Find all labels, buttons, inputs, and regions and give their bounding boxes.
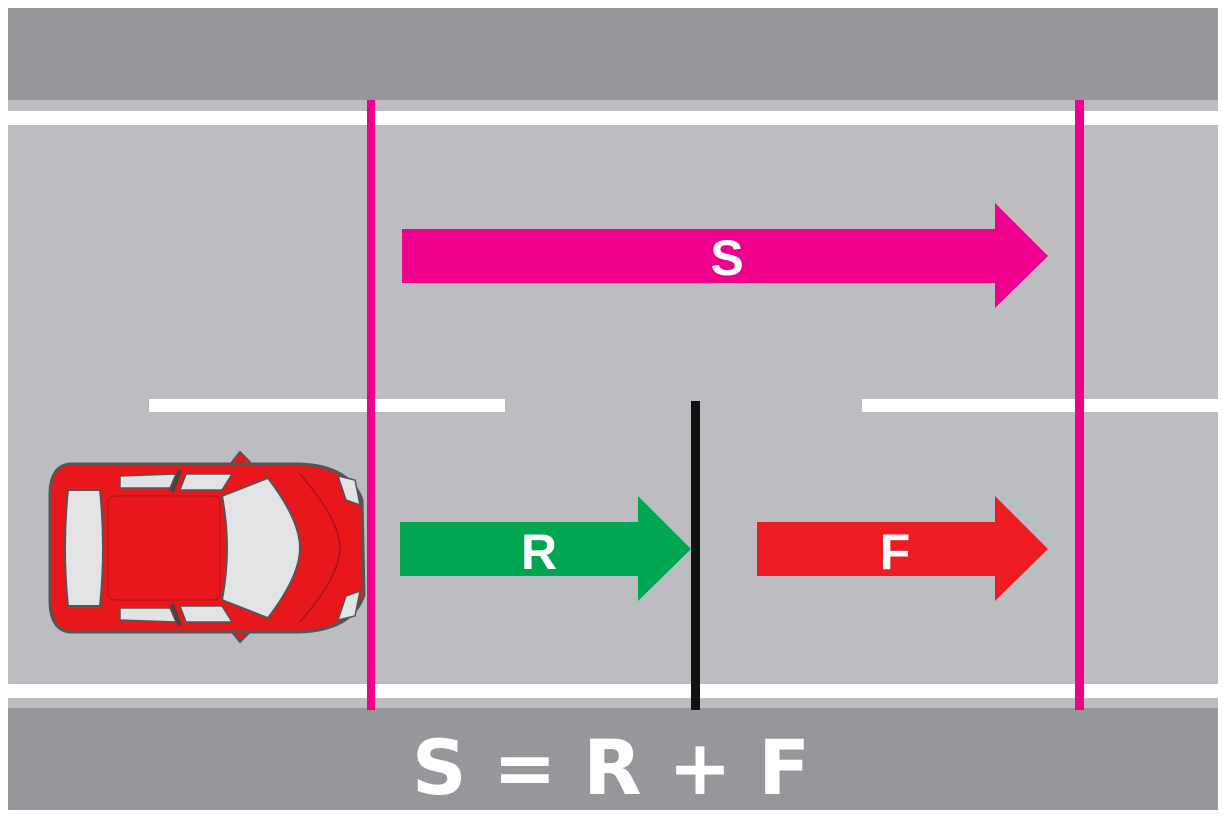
car-pillar: [170, 469, 182, 493]
car-bonnet-line: [299, 473, 342, 623]
top-edge-line: [8, 111, 1218, 125]
center-dash: [149, 399, 505, 412]
car-icon: [48, 450, 366, 644]
end-boundary-line: [1075, 100, 1084, 710]
braking-distance-arrow: F: [757, 496, 1048, 601]
car-roof: [107, 495, 221, 601]
reaction-distance-label: R: [521, 524, 557, 580]
car-side-window: [178, 605, 234, 623]
reaction-distance-arrow: R: [400, 496, 691, 601]
car-pillar: [170, 603, 182, 627]
car-headlight: [336, 474, 361, 507]
bottom-edge-line: [8, 684, 1218, 698]
formula-text: S = R + F: [412, 723, 810, 812]
total-distance-arrow: S: [402, 203, 1048, 308]
car-side-window: [119, 607, 178, 623]
car-headlight: [336, 589, 361, 622]
start-boundary-line: [367, 100, 375, 710]
center-dash: [862, 399, 1218, 412]
car-rear-window: [64, 489, 104, 607]
car-windshield: [220, 476, 302, 620]
car-side-window: [178, 473, 234, 491]
total-distance-label: S: [710, 230, 743, 286]
top-verge: [8, 8, 1218, 100]
reaction-end-line: [691, 401, 700, 710]
car-side-window: [119, 473, 178, 489]
braking-distance-label: F: [880, 524, 911, 580]
bottom-verge: [8, 708, 1218, 810]
